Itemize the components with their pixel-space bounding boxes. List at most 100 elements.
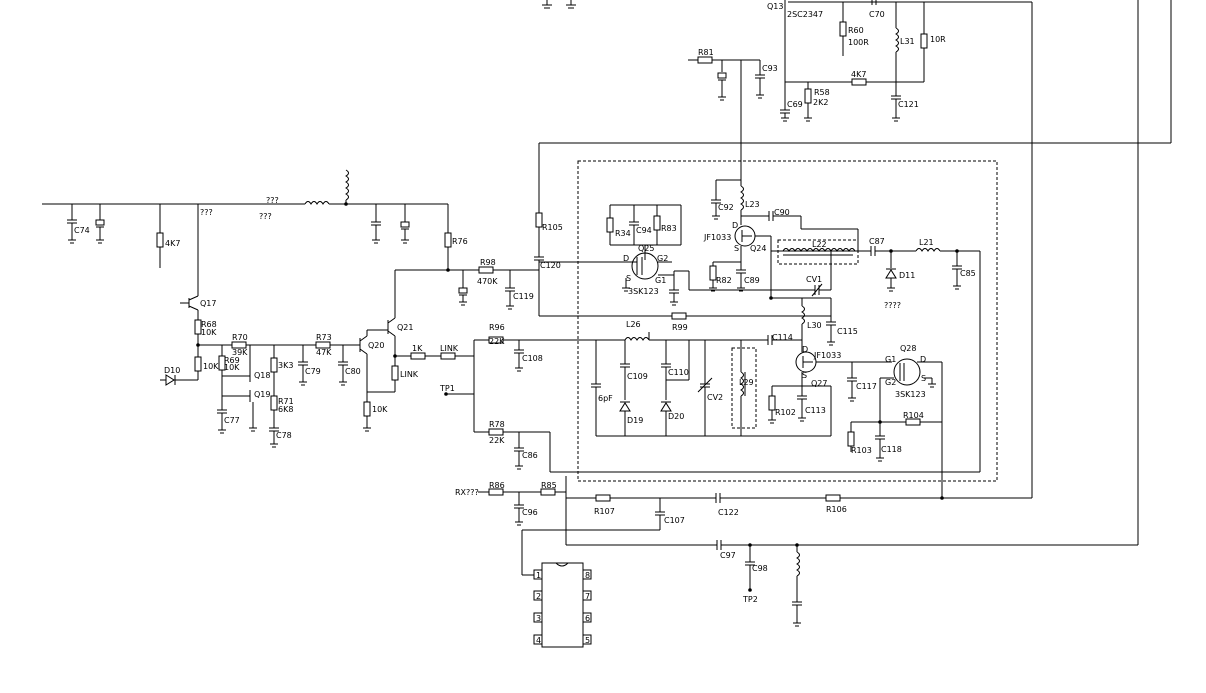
r58-label: R58 [814,88,830,97]
r85-label: R85 [541,481,557,490]
c107-label: C107 [664,516,685,525]
c113-label: C113 [805,406,826,415]
r71-label: R71 [278,397,294,406]
q24-d-label: D [732,221,738,230]
q27-d-label: D [802,345,808,354]
l21-label: L21 [919,238,934,247]
r76-label: R76 [452,237,468,246]
c89-label: C89 [744,276,760,285]
ic-pin-2: 2 [536,592,541,601]
ic-pin-3: 3 [536,614,541,623]
l26-label: L26 [626,320,641,329]
q28-s-label: S [921,374,926,383]
c70-label: C70 [869,10,885,19]
q28-g1-label: G1 [885,355,896,364]
c117-label: C117 [856,382,877,391]
d10-label: D10 [164,366,180,375]
r106-label: R106 [826,505,847,514]
l22-label: L22 [812,240,827,249]
r-4k7-label: 4K7 [165,239,180,248]
link-2-label: LINK [400,370,419,379]
c110-label: C110 [668,368,689,377]
c92-label: C92 [718,203,734,212]
q25-d-label: D [623,254,629,263]
r73-value: 47K [316,348,332,357]
unknown-3: ??? [266,196,279,205]
r102-label: R102 [775,408,796,417]
r60-value: 100R [848,38,869,47]
q28-d-label: D [920,355,926,364]
r96-label: R96 [489,323,505,332]
cap-6pf-label: 6pF [598,394,613,403]
c86-label: C86 [522,451,538,460]
r-3k3-label: 3K3 [278,361,293,370]
left-section: C74 4K7 ??? ??? ??? R76 Q17 [42,169,831,448]
r103-label: R103 [851,446,872,455]
r82-label: R82 [716,276,732,285]
r71-value: 6K8 [278,405,293,414]
c78-label: C78 [276,431,292,440]
c120-label: C120 [540,261,561,270]
c114-label: C114 [772,333,793,342]
c94-label: C94 [636,226,652,235]
r81-label: R81 [698,48,714,57]
tp1-label: TP1 [439,384,455,393]
d20-label: D20 [668,412,684,421]
l30-label: L30 [807,321,822,330]
c74-label: C74 [74,226,90,235]
c90-label: C90 [774,208,790,217]
q28-label: Q28 [900,344,916,353]
q27-part-label: JF1033 [813,351,841,360]
top-right-section: Q13 2SC2347 R60 100R C70 L31 10R 4K7 C69 [542,0,1032,180]
r104-label: R104 [903,411,924,420]
r-4k7-top-label: 4K7 [851,70,866,79]
r68-label: R68 [201,320,217,329]
r86-label: R86 [489,481,505,490]
r60-label: R60 [848,26,864,35]
r83-label: R83 [661,224,677,233]
rx-label: RX??? [455,488,479,497]
shielded-rf-block: R34 C94 R83 Q25 D S G1 G2 3SK123 [577,160,998,500]
r58-value: 2K2 [813,98,828,107]
r99-label: R99 [672,323,688,332]
c77-label: C77 [224,416,240,425]
r98-label: R98 [480,258,496,267]
c85-label: C85 [960,269,976,278]
q27-label: Q27 [811,379,827,388]
unknown-1: ??? [200,208,213,217]
r-10k-b-label: 10K [372,405,388,414]
q28-g2-label: G2 [885,378,896,387]
ic-pin-5: 5 [585,636,590,645]
q19-label: Q19 [254,390,270,399]
ic-pin-4: 4 [536,636,541,645]
q25-g1-label: G1 [655,276,666,285]
q28-part-label: 3SK123 [895,390,926,399]
c118-label: C118 [881,445,902,454]
c79-label: C79 [305,367,321,376]
r-1k-label: 1K [412,344,423,353]
r70-label: R70 [232,333,248,342]
q18-label: Q18 [254,371,270,380]
c121-label: C121 [898,100,919,109]
c69-label: C69 [787,100,803,109]
q25-label: Q25 [638,244,654,253]
c87-label: C87 [869,237,885,246]
unknown-4: ???? [884,301,901,310]
r-10k-a-label: 10K [203,362,219,371]
cv1-label: CV1 [806,275,822,284]
l23-label: L23 [745,200,760,209]
r70-value: 39K [232,348,248,357]
outer-bus-lines [538,0,1172,545]
ic-pin-1: 1 [536,571,541,580]
c98-label: C98 [752,564,768,573]
c80-label: C80 [345,367,361,376]
c93-label: C93 [762,64,778,73]
r73-label: R73 [316,333,332,342]
c122-label: C122 [718,508,739,517]
link-1-label: LINK [440,344,459,353]
r96-value: 22K [489,337,505,346]
q25-s-label: S [626,274,631,283]
r105-label: R105 [542,223,563,232]
ic-pin-8: 8 [585,571,590,580]
cv2-label: CV2 [707,393,723,402]
